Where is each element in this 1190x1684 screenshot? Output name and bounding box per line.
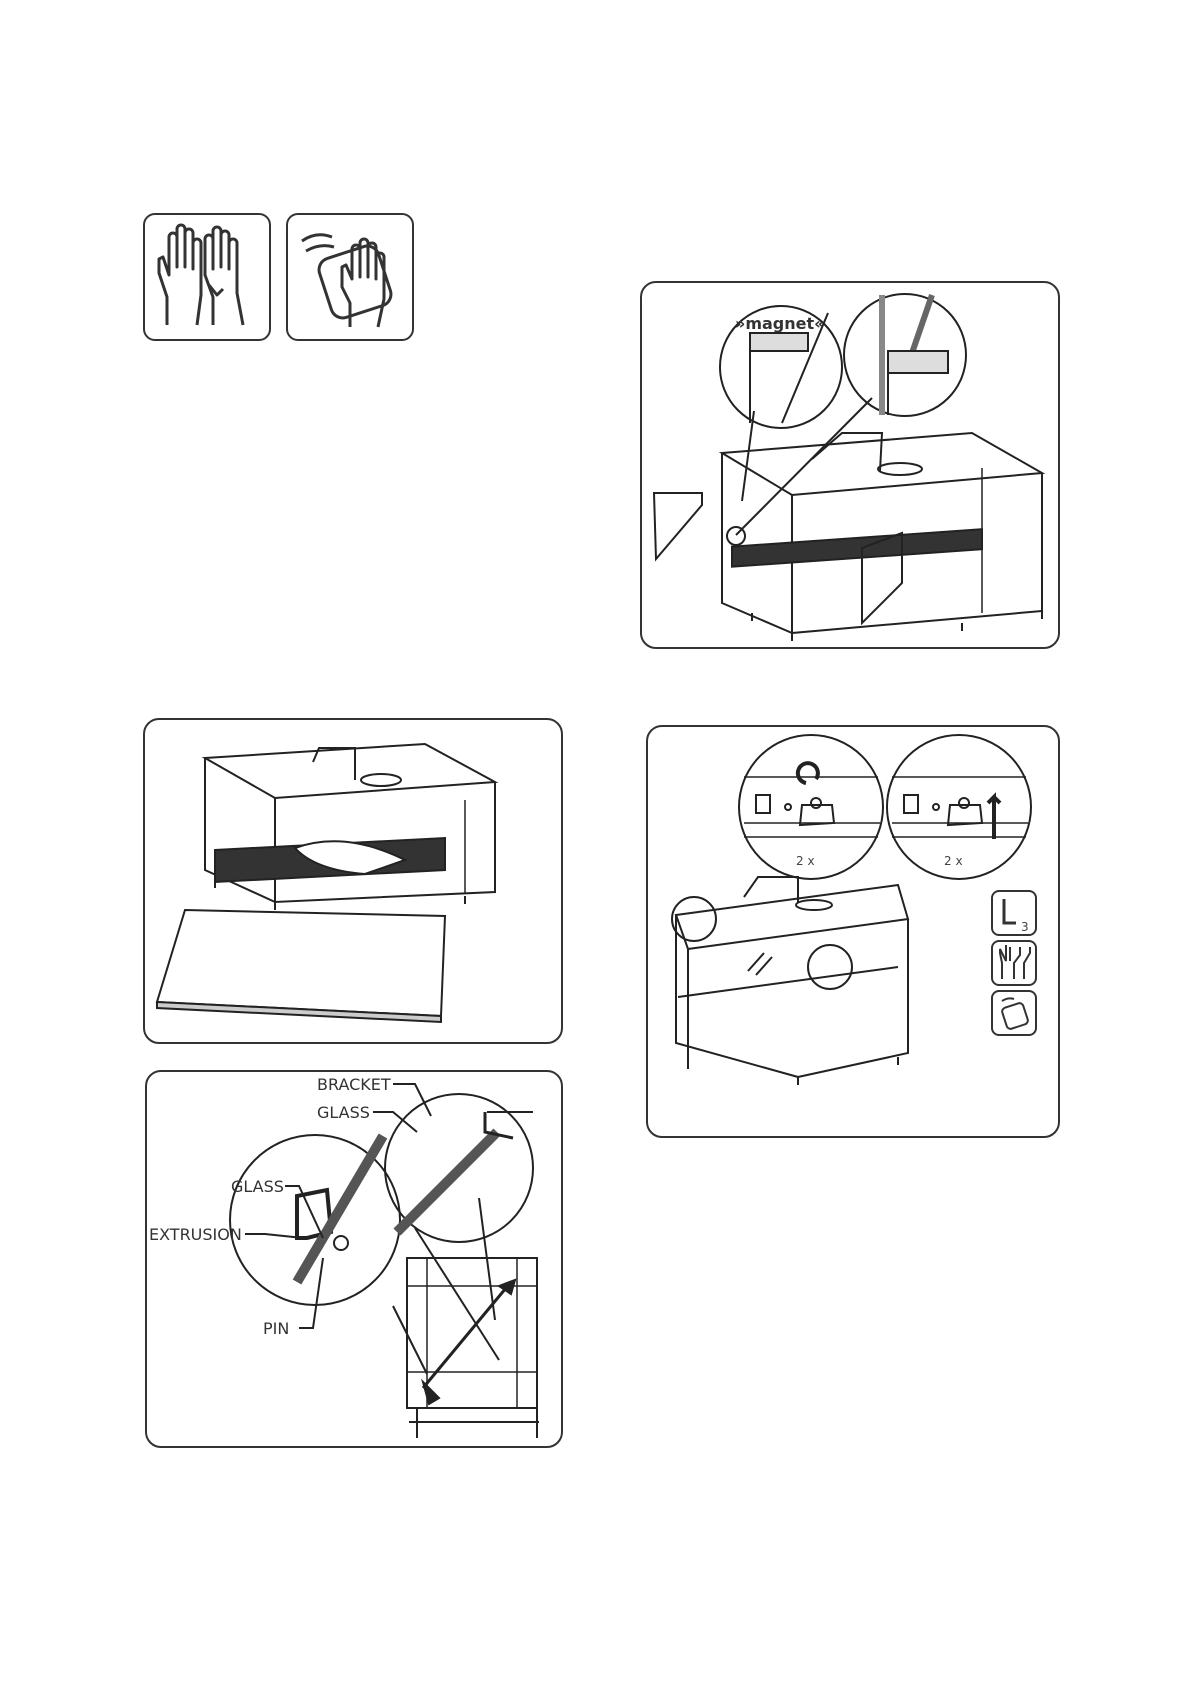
glass-detail-panel: BRACKET GLASS GLASS EXTRUSION PIN [145, 1070, 563, 1448]
count-right-label: 2 x [944, 854, 963, 868]
bracket-label: BRACKET [317, 1075, 391, 1094]
clean-glass-icon [286, 213, 414, 341]
count-left-label: 2 x [796, 854, 815, 868]
glass-left-label: GLASS [231, 1177, 284, 1196]
gloves-icon [143, 213, 271, 341]
magnet-glass-panel: »magnet« [640, 281, 1060, 649]
front-glass-panel [143, 718, 563, 1044]
glass-top-label: GLASS [317, 1103, 370, 1122]
bracket-screws-panel: 2 x 2 x 3 [646, 725, 1060, 1138]
hex-key-icon [992, 891, 1036, 935]
pin-label: PIN [263, 1319, 289, 1338]
extrusion-label: EXTRUSION [149, 1225, 242, 1244]
magnet-label: »magnet« [735, 314, 824, 333]
hex-key-size-label: 3 [1021, 920, 1029, 934]
